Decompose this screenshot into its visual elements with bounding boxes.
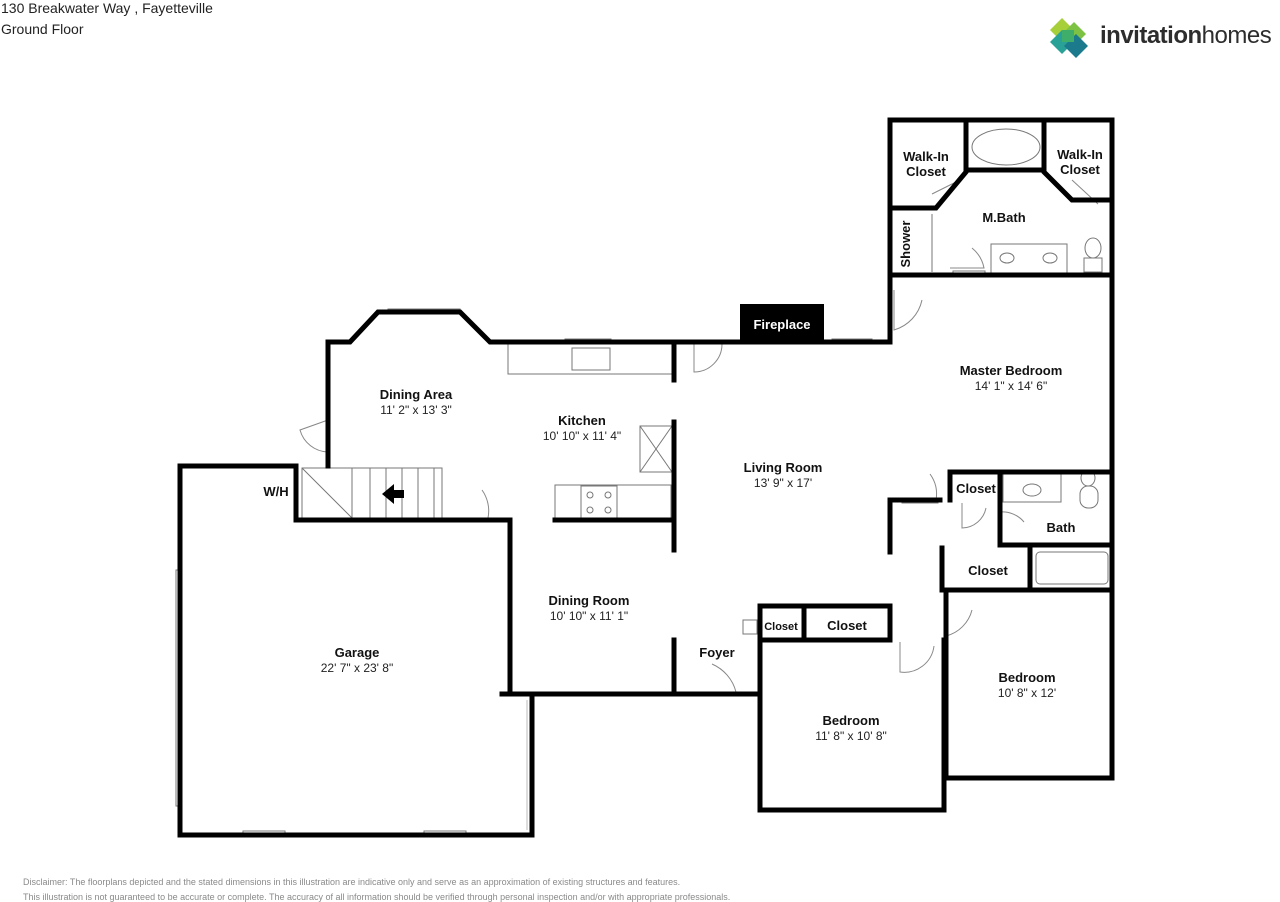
walls bbox=[177, 117, 1115, 838]
shower-label: Shower bbox=[898, 221, 913, 268]
logo-mark-icon bbox=[1050, 18, 1088, 58]
closet-label: Closet bbox=[968, 563, 1008, 578]
fireplace-label: Fireplace bbox=[753, 317, 810, 332]
closet-label: Closet bbox=[827, 618, 867, 633]
mbath-label: M.Bath bbox=[982, 210, 1025, 225]
room-name: Kitchen bbox=[558, 413, 606, 428]
room-dims: 10' 10" x 11' 4" bbox=[543, 429, 621, 443]
walkin-label: Walk-In bbox=[1057, 147, 1103, 162]
room-name: Living Room bbox=[744, 460, 823, 475]
room-name: Bedroom bbox=[822, 713, 879, 728]
room-dims: 22' 7" x 23' 8" bbox=[321, 661, 393, 675]
walkin-label: Closet bbox=[906, 164, 946, 179]
invitation-homes-logo: invitationhomes bbox=[1044, 12, 1280, 60]
address-text: 130 Breakwater Way , Fayetteville bbox=[1, 0, 213, 16]
room-name: Dining Area bbox=[380, 387, 453, 402]
walkin-label: Closet bbox=[1060, 162, 1100, 177]
walkin-label: Walk-In bbox=[903, 149, 949, 164]
disclaimer-line-1: Disclaimer: The floorplans depicted and … bbox=[23, 877, 681, 887]
room-dims: 13' 9" x 17' bbox=[754, 476, 812, 490]
stair-arrow-icon bbox=[382, 484, 404, 504]
wh-label: W/H bbox=[263, 484, 288, 499]
bath-label: Bath bbox=[1047, 520, 1076, 535]
logo-wordmark: invitationhomes bbox=[1100, 22, 1272, 50]
room-dims: 10' 8" x 12' bbox=[998, 686, 1056, 700]
room-name: Garage bbox=[335, 645, 380, 660]
foyer-label: Foyer bbox=[699, 645, 734, 660]
room-dims: 11' 2" x 13' 3" bbox=[380, 403, 452, 417]
disclaimer-line-2: This illustration is not guaranteed to b… bbox=[23, 892, 731, 902]
door-swings bbox=[299, 179, 1099, 693]
room-dims: 11' 8" x 10' 8" bbox=[815, 729, 887, 743]
room-name: Master Bedroom bbox=[960, 363, 1063, 378]
floor-label: Ground Floor bbox=[1, 21, 84, 37]
closet-label: Closet bbox=[956, 481, 996, 496]
fireplace bbox=[740, 304, 824, 342]
logo-light: homes bbox=[1201, 22, 1272, 49]
fixtures bbox=[175, 117, 1115, 836]
room-dims: 10' 10" x 11' 1" bbox=[550, 609, 628, 623]
room-name: Bedroom bbox=[998, 670, 1055, 685]
room-name: Dining Room bbox=[549, 593, 630, 608]
logo-bold: invitation bbox=[1100, 22, 1202, 49]
room-dims: 14' 1" x 14' 6" bbox=[975, 379, 1047, 393]
closet-label: Closet bbox=[764, 621, 798, 633]
